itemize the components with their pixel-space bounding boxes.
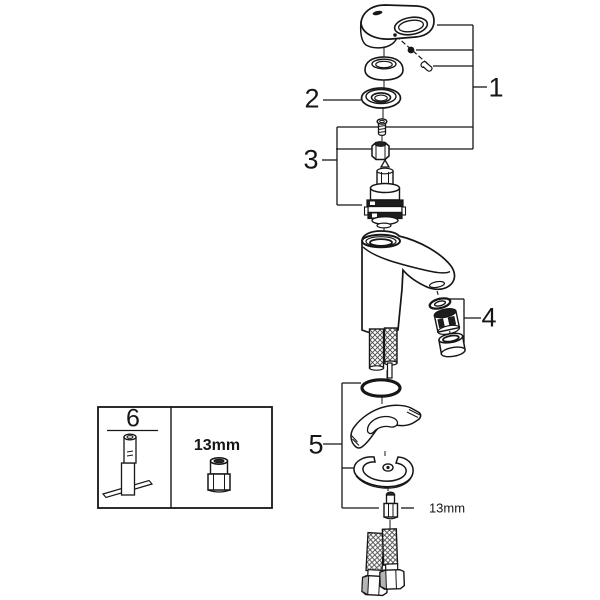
- stud-size-label: 13mm: [428, 500, 466, 516]
- handle-pivot-dot: [393, 33, 397, 37]
- handle-set-screw: [407, 46, 415, 54]
- mounting-tool-drawing: [101, 433, 154, 499]
- aerator-housing: [438, 332, 466, 358]
- cartridge-side-tab-left: [363, 206, 369, 216]
- cartridge-lower-body: [367, 205, 403, 214]
- spout-top-face-line: [362, 246, 451, 274]
- aerator-washer: [428, 297, 452, 310]
- callout-label-3: 3: [303, 144, 319, 175]
- mounting-wedge: [350, 404, 422, 449]
- callout-bracket-part3: [322, 127, 362, 206]
- cartridge-side-tab-right: [401, 206, 407, 216]
- threaded-stud-nut: [383, 491, 399, 520]
- inset-box: [97, 406, 273, 509]
- o-ring: [360, 378, 402, 398]
- aerator-insert: [433, 308, 461, 335]
- body-silhouette: [361, 230, 456, 335]
- cartridge-screw: [376, 118, 388, 137]
- spout-outlet-rim: [428, 280, 446, 289]
- inset-socket-size-label: 13mm: [193, 437, 241, 454]
- callout-label-2: 2: [304, 83, 320, 114]
- handle-hole-inner: [397, 19, 425, 33]
- socket-13mm-drawing: [207, 457, 231, 493]
- handle-plug-cap: [420, 61, 433, 72]
- retaining-ring: [360, 87, 402, 109]
- inset-label-6: 6: [126, 404, 140, 433]
- callout-label-1: 1: [488, 72, 504, 103]
- callout-bracket-part5: [323, 382, 379, 509]
- supply-hose-ends: [361, 528, 406, 597]
- lever-handle: [359, 4, 435, 49]
- faucet-body: [361, 230, 456, 335]
- tool-lower-tube: [120, 462, 136, 496]
- cartridge: [363, 158, 407, 229]
- handle-logo-mark: [372, 10, 383, 16]
- callout-label-4: 4: [481, 302, 497, 333]
- tool-upper-tube: [123, 436, 137, 464]
- callout-bracket-part1: [336, 24, 487, 150]
- cartridge-adapter-nut: [371, 141, 390, 161]
- escutcheon-cap: [364, 56, 404, 81]
- cartridge-stem-tip: [379, 158, 391, 168]
- body-top-opening: [361, 233, 401, 249]
- supply-hoses-upper: [368, 327, 398, 379]
- callout-label-5: 5: [308, 429, 324, 460]
- threaded-rod: [386, 362, 393, 379]
- horseshoe-washer: [353, 456, 414, 489]
